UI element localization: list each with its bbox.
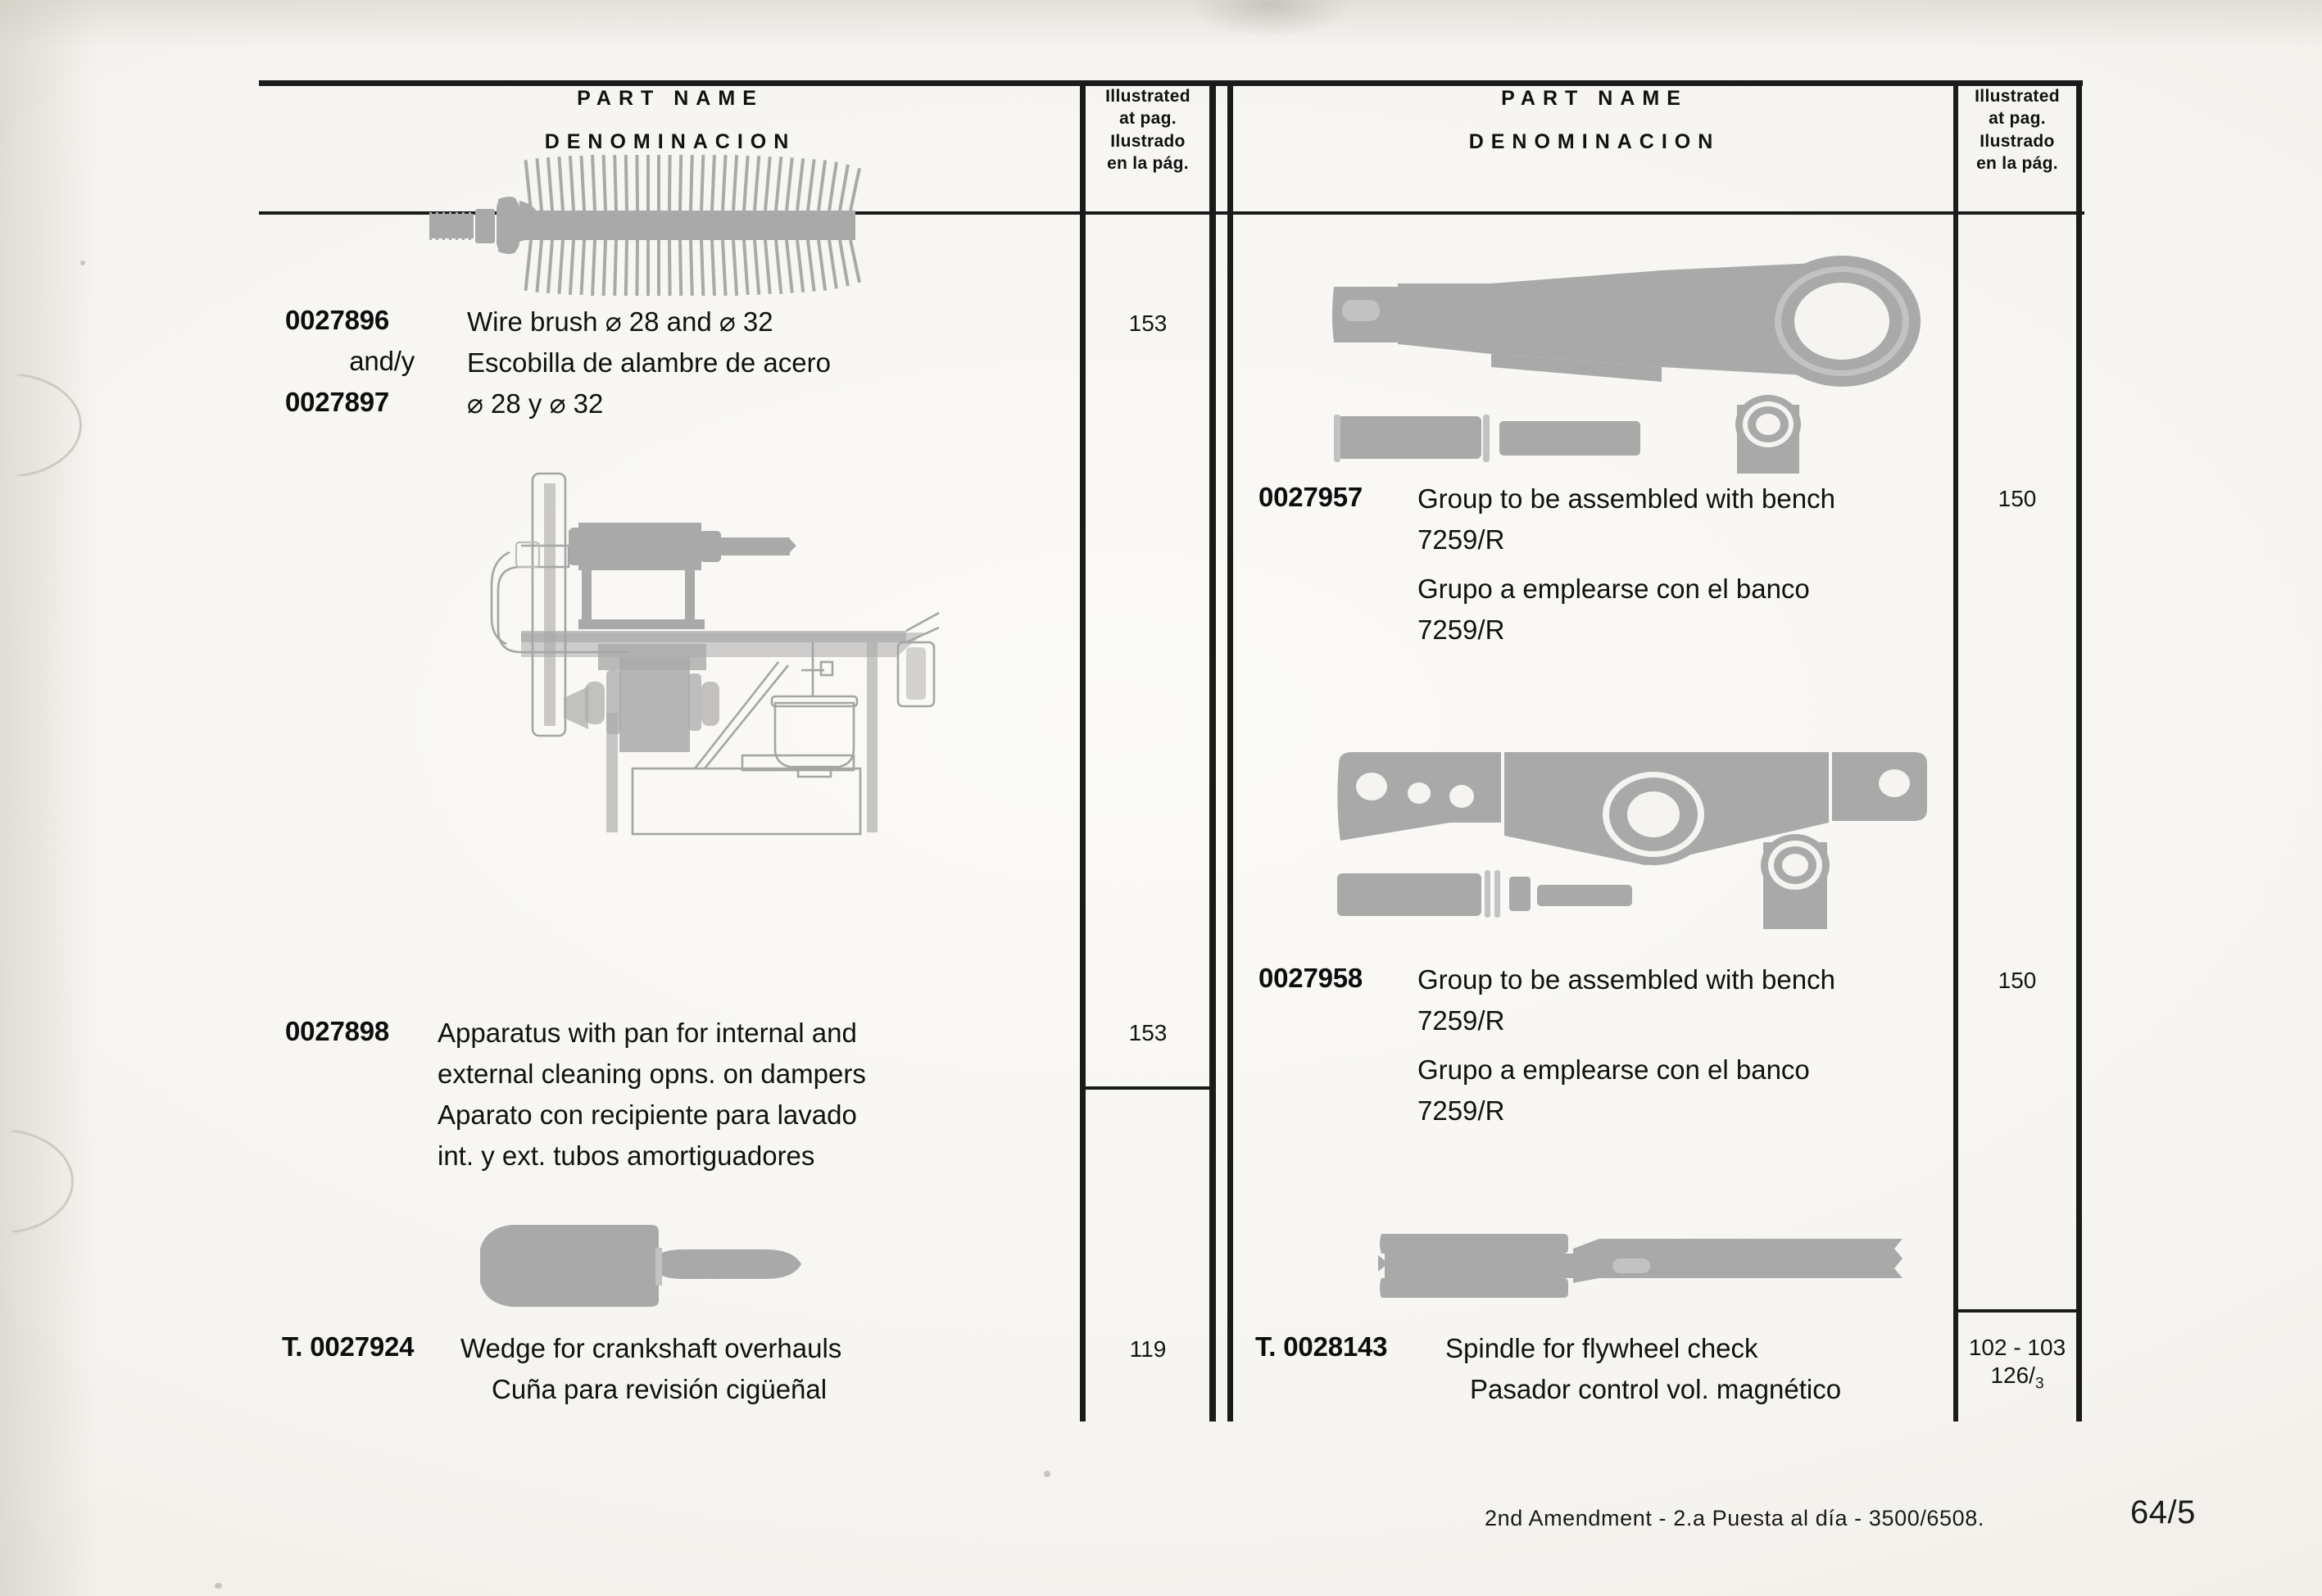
part-code: T. 0027924 (282, 1331, 415, 1362)
scan-smudge (1192, 0, 1348, 36)
part-desc-es-cont: 7259/R (1417, 1095, 1505, 1126)
header-pag-line3: Ilustrado (1110, 131, 1186, 151)
footer-page-number: 64/5 (2130, 1494, 2196, 1530)
header-pag-line4: en la pág. (1976, 153, 2058, 173)
part-code-alt: 0027897 (285, 387, 390, 417)
header-part-name-en: PART NAME (1501, 87, 1688, 110)
right-pag-column: Illustrated at pag. Ilustrado en la pág.… (1958, 82, 2076, 1421)
part-code-conjunction: and/y (349, 346, 415, 376)
header-pag-line1: Illustrated (1975, 87, 2060, 106)
row-separator (1086, 1086, 1210, 1090)
page-ref-value: 119 (1129, 1336, 1167, 1362)
row-separator (1958, 1309, 2076, 1313)
page-ref-line-2-subscript: 3 (2034, 1375, 2044, 1393)
part-desc-es: Escobilla de alambre de acero (467, 347, 831, 378)
header-pag-line2: at pag. (1119, 109, 1177, 129)
header-pag-line2: at pag. (1989, 109, 2046, 129)
header-separator-rule (259, 211, 1457, 215)
scan-speck (80, 261, 85, 265)
part-desc-es-cont: ⌀ 28 y ⌀ 32 (467, 388, 604, 419)
part-code: 0027896 (285, 305, 390, 335)
left-header-illustrated-at-pag: Illustrated at pag. Ilustrado en la pág. (1086, 85, 1210, 175)
illustration-rocker-arm (1327, 744, 1950, 932)
footer-amendment-note: 2nd Amendment - 2.a Puesta al día - 3500… (1485, 1506, 1984, 1530)
part-desc-en: Apparatus with pan for internal and (438, 1018, 857, 1048)
part-code: 0027898 (285, 1016, 390, 1046)
part-desc-es: Grupo a emplearse con el banco (1417, 1054, 1810, 1085)
part-desc-en: Group to be assembled with bench (1417, 483, 1835, 514)
part-desc-es: Grupo a emplearse con el banco (1417, 574, 1810, 604)
page-ref-value: 153 (1128, 311, 1168, 336)
punch-hole (0, 373, 82, 478)
part-desc-en: Spindle for flywheel check (1445, 1333, 1758, 1363)
illustration-slotted-spindle (1376, 1221, 1917, 1311)
left-column-group: PART NAME DENOMINACION (261, 80, 1210, 1421)
left-pag-column: Illustrated at pag. Ilustrado en la pág.… (1086, 82, 1210, 1421)
part-code: T. 0028143 (1255, 1331, 1388, 1362)
right-header-illustrated-at-pag: Illustrated at pag. Ilustrado en la pág. (1958, 85, 2076, 175)
part-desc-en-cont: 7259/R (1417, 524, 1505, 555)
left-pag-column-rule (1080, 80, 1086, 1421)
page-ref-value-multiline: 102 - 103 126/3 (1958, 1334, 2076, 1399)
header-pag-line4: en la pág. (1107, 153, 1189, 173)
right-column-group: PART NAME DENOMINACION (1236, 80, 2082, 1421)
part-desc-en-cont: external cleaning opns. on dampers (438, 1059, 866, 1089)
table-top-rule (259, 80, 2083, 86)
right-header-part-name: PART NAME DENOMINACION (1236, 87, 1953, 154)
header-pag-line3: Ilustrado (1980, 131, 2055, 151)
parts-table: PART NAME DENOMINACION (259, 80, 2084, 1421)
page-ref-line-1: 102 - 103 (1968, 1335, 2066, 1360)
part-desc-es: Pasador control vol. magnético (1470, 1374, 1842, 1404)
header-pag-line1: Illustrated (1105, 87, 1190, 106)
illustration-wire-brush (406, 152, 980, 299)
page-ref-value: 150 (1998, 486, 2037, 511)
scan-speck (215, 1583, 222, 1589)
part-code: 0027957 (1259, 482, 1363, 512)
part-desc-es: Cuña para revisión cigüeñal (492, 1374, 828, 1404)
punch-hole (0, 1129, 74, 1234)
illustration-wedge (465, 1217, 891, 1315)
center-divider-rule-b (1227, 80, 1233, 1421)
part-desc-en-cont: 7259/R (1417, 1005, 1505, 1036)
scan-speck (1044, 1471, 1050, 1477)
page-ref-line-2: 126/3 (1958, 1362, 2076, 1399)
part-desc-es: Aparato con recipiente para lavado (438, 1100, 857, 1130)
page-ref-value: 150 (1998, 968, 2037, 993)
right-pag-column-rule (1953, 80, 1958, 1421)
illustration-lever-arm-with-eye (1331, 252, 1921, 474)
header-part-name-es: DENOMINACION (544, 130, 796, 153)
page-ref-value: 153 (1128, 1020, 1168, 1045)
illustration-washing-apparatus (424, 467, 941, 836)
left-header-part-name: PART NAME DENOMINACION (261, 87, 1080, 154)
part-desc-en: Group to be assembled with bench (1417, 964, 1835, 995)
header-part-name-en: PART NAME (577, 87, 764, 110)
page-ref-line-2-number: 126/ (1990, 1362, 2035, 1388)
part-desc-en: Wedge for crankshaft overhauls (460, 1333, 842, 1363)
header-part-name-es: DENOMINACION (1468, 130, 1721, 153)
part-desc-es-cont: int. y ext. tubos amortiguadores (438, 1140, 815, 1171)
part-code: 0027958 (1259, 963, 1363, 993)
part-desc-en: Wire brush ⌀ 28 and ⌀ 32 (467, 306, 773, 337)
table-right-edge-rule (2076, 80, 2082, 1421)
center-divider-rule-a (1209, 80, 1216, 1421)
part-desc-es-cont: 7259/R (1417, 614, 1505, 645)
header-separator-rule-right (1236, 211, 2084, 215)
